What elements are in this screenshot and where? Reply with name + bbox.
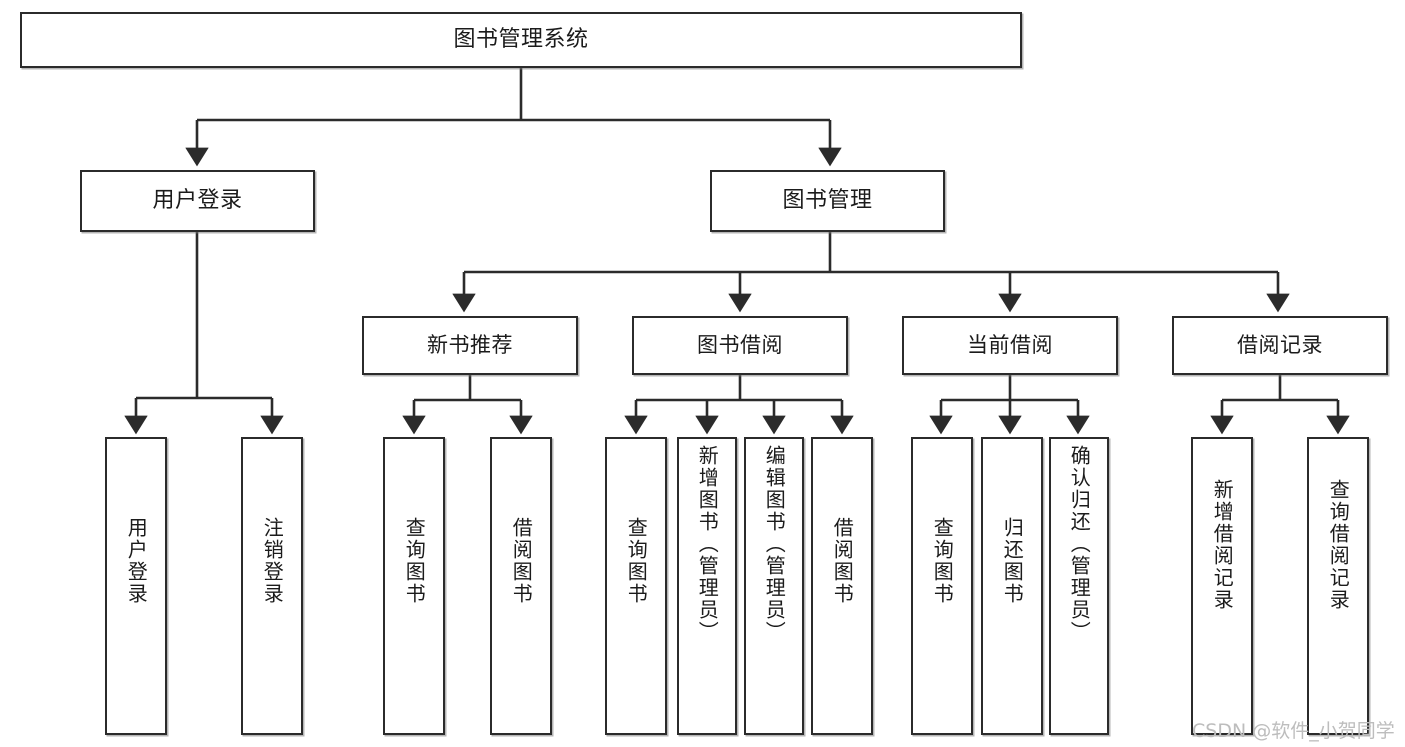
leaf-borrow-book-borrow[interactable]: 借阅图书 xyxy=(811,437,873,735)
leaf-confirm-return[interactable]: 确认归还（管理员） xyxy=(1049,437,1109,735)
node-label: 用户登录 xyxy=(124,517,149,605)
leaf-user-login[interactable]: 用户登录 xyxy=(105,437,167,735)
node-label: 新书推荐 xyxy=(427,332,513,357)
node-label: 查询图书 xyxy=(930,517,955,605)
node-label: 借阅图书 xyxy=(509,517,534,605)
node-label: 图书借阅 xyxy=(697,332,783,357)
node-label: 图书管理系统 xyxy=(453,26,589,52)
node-book-borrow[interactable]: 图书借阅 xyxy=(632,316,848,375)
leaf-user-logout[interactable]: 注销登录 xyxy=(241,437,303,735)
leaf-query-borrow-record[interactable]: 查询借阅记录 xyxy=(1307,437,1369,735)
node-label: 借阅记录 xyxy=(1237,332,1323,357)
leaf-query-book-borrow[interactable]: 查询图书 xyxy=(605,437,667,735)
leaf-query-book-current[interactable]: 查询图书 xyxy=(911,437,973,735)
leaf-add-borrow-record[interactable]: 新增借阅记录 xyxy=(1191,437,1253,735)
leaf-add-book[interactable]: 新增图书（管理员） xyxy=(677,437,737,735)
node-current-borrow[interactable]: 当前借阅 xyxy=(902,316,1118,375)
node-label: 注销登录 xyxy=(260,517,285,605)
node-new-book-recommend[interactable]: 新书推荐 xyxy=(362,316,578,375)
node-label: 查询图书 xyxy=(624,517,649,605)
node-book-manage[interactable]: 图书管理 xyxy=(710,170,945,232)
csdn-watermark: CSDN @软件_小贺同学 xyxy=(1192,720,1395,742)
leaf-return-book[interactable]: 归还图书 xyxy=(981,437,1043,735)
node-label: 新增图书（管理员） xyxy=(695,445,720,643)
node-label: 查询借阅记录 xyxy=(1326,479,1351,611)
node-label: 借阅图书 xyxy=(830,517,855,605)
node-label: 查询图书 xyxy=(402,517,427,605)
node-label: 图书管理 xyxy=(782,187,873,213)
node-borrow-record[interactable]: 借阅记录 xyxy=(1172,316,1388,375)
leaf-borrow-book-recommend[interactable]: 借阅图书 xyxy=(490,437,552,735)
node-label: 当前借阅 xyxy=(967,332,1053,357)
node-label: 新增借阅记录 xyxy=(1210,479,1235,611)
leaf-query-book-recommend[interactable]: 查询图书 xyxy=(383,437,445,735)
node-label: 归还图书 xyxy=(1000,517,1025,605)
node-label: 确认归还（管理员） xyxy=(1067,445,1092,643)
node-user-login[interactable]: 用户登录 xyxy=(80,170,315,232)
node-label: 编辑图书（管理员） xyxy=(762,445,787,643)
node-label: 用户登录 xyxy=(152,187,243,213)
leaf-edit-book[interactable]: 编辑图书（管理员） xyxy=(744,437,804,735)
node-root-system[interactable]: 图书管理系统 xyxy=(20,12,1022,68)
